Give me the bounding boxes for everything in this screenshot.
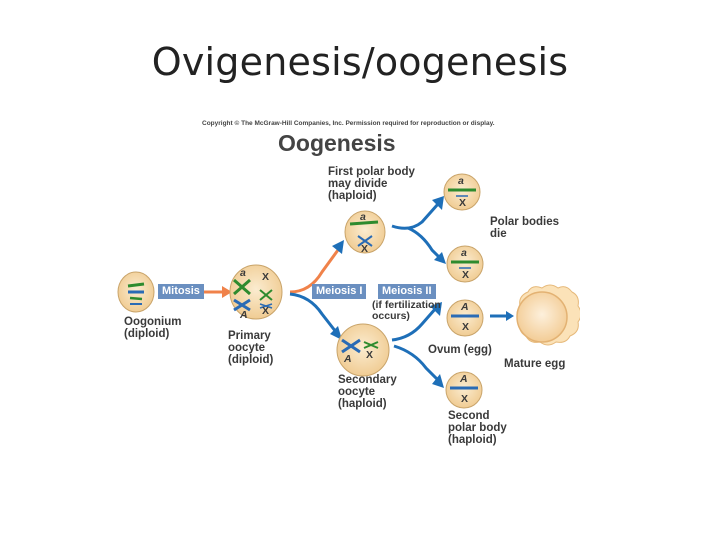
diagram-graphics [117,173,580,409]
secondary-chromosome-green [363,341,379,349]
meiosis2-arrowhead-up [430,302,442,316]
ovum-label: Ovum (egg) [428,344,492,356]
meiosis2-arrow-down [393,344,442,384]
polar-body-top-cell [443,173,481,211]
polar-top-allele-a: a [458,175,464,187]
meiosis2-note: (if fertilization occurs) [372,299,441,322]
polar-fork-arrow [391,203,440,230]
polar-middle-allele-a: a [461,247,467,259]
primary-chromosome-green-x [233,278,251,296]
slide-title: Ovigenesis/oogenesis [151,40,569,84]
secondary-allele-A: A [344,353,352,365]
oogonium-chromosome-green-2 [129,296,143,301]
ovum-cell [446,299,484,337]
primary-x-2: X [262,305,270,317]
maturation-arrowhead [506,311,514,321]
polar-fork-arrowhead-up [432,196,444,210]
first-polar-x: X [361,243,369,255]
polar-top-x: X [459,197,467,209]
second-polar-body-cell [445,371,483,409]
polar-body-middle-cell [446,245,484,283]
meiosis1-arrow-up [289,249,340,294]
oogenesis-diagram: Copyright © The McGraw-Hill Companies, I… [110,112,580,457]
first-polar-chromosome-green [349,220,379,226]
polar-fork-arrow-down [407,226,444,262]
oogonium-label: Oogonium (diploid) [124,316,182,340]
first-polar-body-label: First polar body may divide (haploid) [328,166,415,202]
primary-chromosome-small-blue [259,303,273,309]
second-polar-x: X [461,393,469,405]
second-polar-allele-A: A [460,373,468,385]
primary-allele-A: A [240,309,248,321]
ovum-allele-A: A [461,301,469,313]
diagram-heading: Oogenesis [278,130,396,156]
meiosis1-arrowhead-down [330,326,342,340]
secondary-oocyte-label: Secondary oocyte (haploid) [338,374,397,410]
primary-allele-a: a [240,267,246,279]
meiosis1-arrow-down [289,292,338,333]
secondary-x: X [366,349,374,361]
meiosis2-tag: Meiosis II [378,284,436,299]
meiosis1-tag: Meiosis I [312,284,367,299]
primary-x-1: X [262,271,270,283]
mature-egg-label: Mature egg [504,358,566,370]
copyright-notice: Copyright © The McGraw-Hill Companies, I… [202,120,495,127]
meiosis2-arrow-up [391,307,438,342]
polar-middle-x: X [462,269,470,281]
secondary-chromosome-blue-x [341,338,361,354]
secondary-oocyte-cell [336,323,390,377]
mitosis-arrowhead [222,286,232,298]
primary-oocyte-label: Primary oocyte (diploid) [228,330,274,366]
primary-chromosome-blue-x [233,298,251,312]
oogonium-chromosome-green [127,282,145,288]
primary-chromosome-small-x [259,289,273,301]
first-polar-chromosome-blue [357,235,373,247]
meiosis2-arrowhead-down [432,374,444,388]
meiosis1-arrowhead-up [332,240,344,254]
polar-fork-arrowhead-down [434,252,446,264]
first-polar-allele-a: a [360,211,366,223]
mitosis-tag: Mitosis [158,284,204,299]
polar-bodies-die-label: Polar bodies die [490,216,560,240]
second-polar-body-label: Second polar body (haploid) [448,410,507,446]
mature-egg-cell [516,291,568,343]
ovum-x: X [462,321,470,333]
